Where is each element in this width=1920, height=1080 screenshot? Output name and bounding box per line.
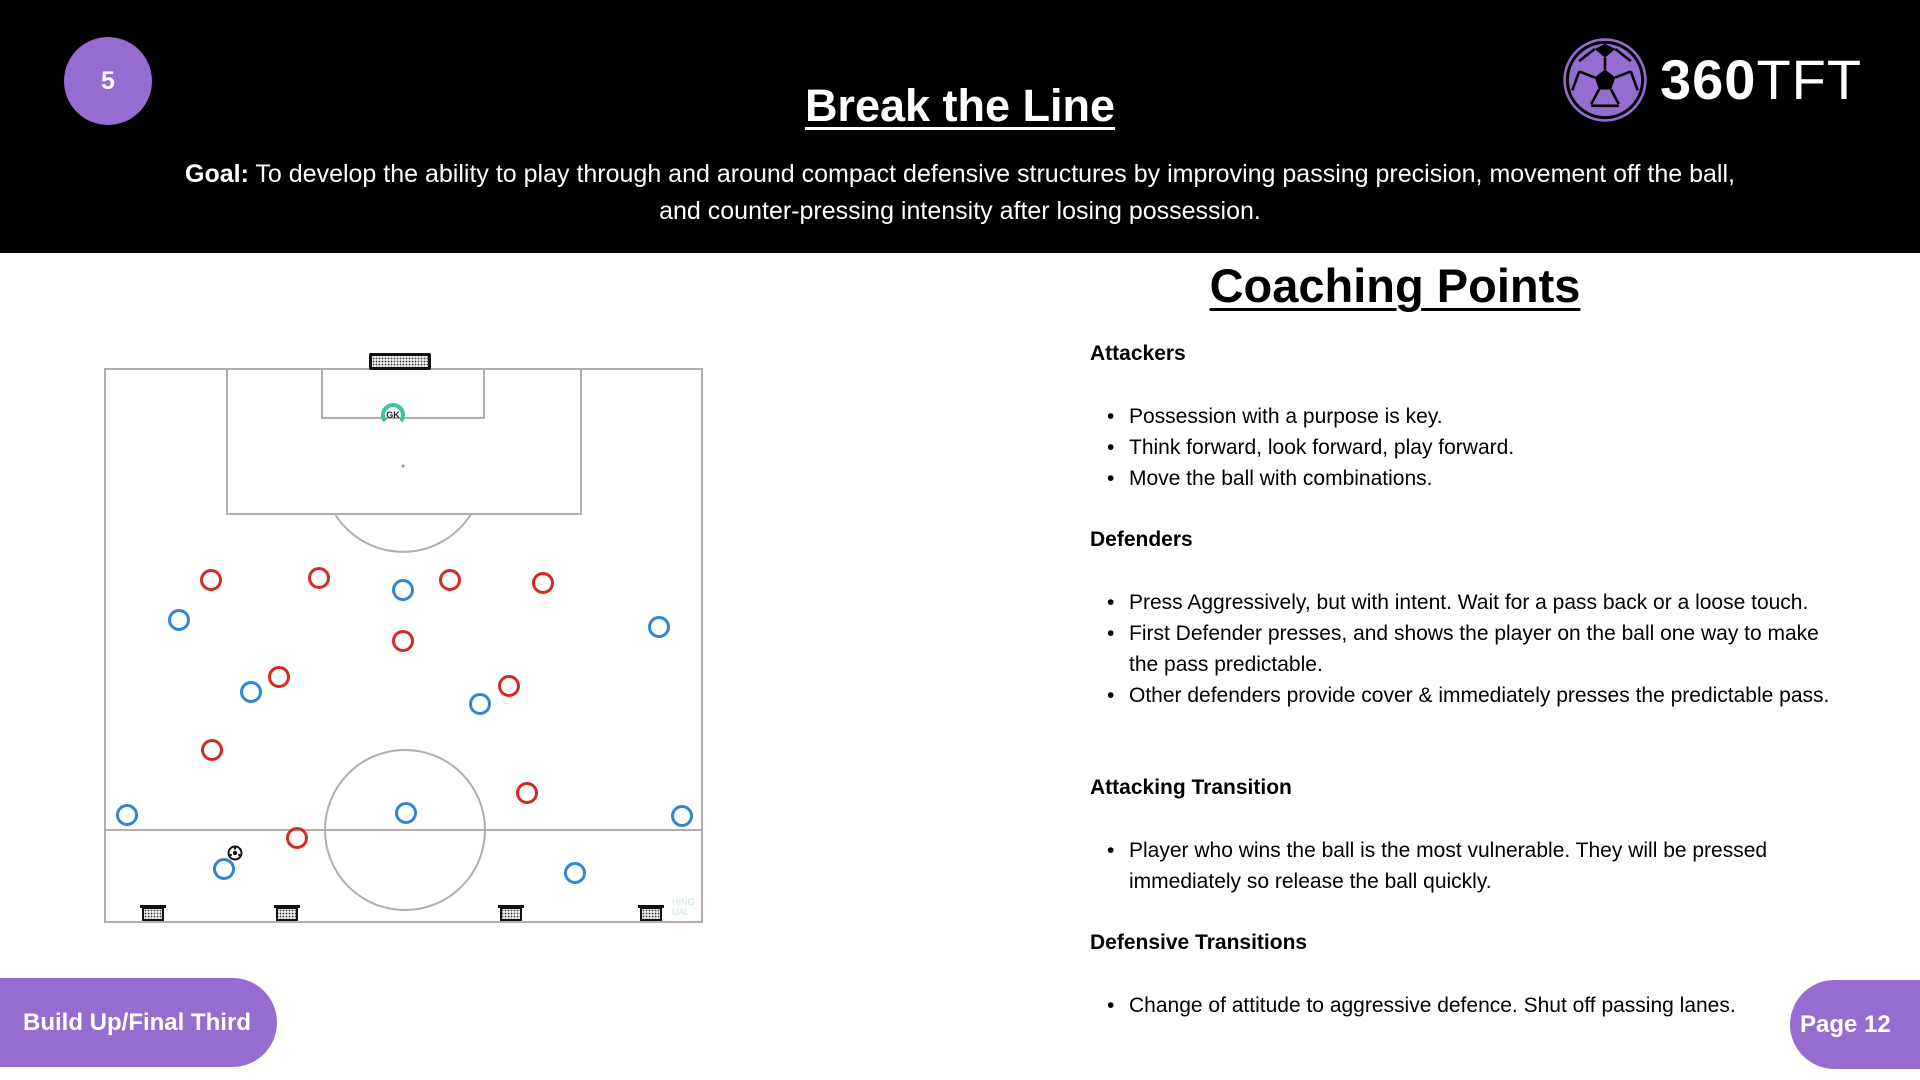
red-player-marker bbox=[516, 782, 538, 804]
blue-player-marker bbox=[671, 805, 693, 827]
ball-icon bbox=[227, 845, 243, 861]
mini-goal-icon bbox=[498, 905, 524, 921]
bullet-item: Move the ball with combinations. bbox=[1107, 463, 1877, 494]
goalkeeper-marker: GK bbox=[381, 403, 405, 423]
session-number-badge: 5 bbox=[64, 37, 152, 125]
blue-player-marker bbox=[395, 802, 417, 824]
watermark: HING bbox=[672, 897, 695, 907]
red-player-marker bbox=[532, 572, 554, 594]
goal-description: Goal: To develop the ability to play thr… bbox=[120, 156, 1800, 230]
mini-goal-icon bbox=[638, 905, 664, 921]
red-player-marker bbox=[201, 739, 223, 761]
red-player-marker bbox=[268, 666, 290, 688]
red-player-marker bbox=[392, 630, 414, 652]
red-team-players bbox=[200, 567, 554, 849]
blue-player-marker bbox=[116, 804, 138, 826]
soccer-ball-icon bbox=[1563, 38, 1647, 122]
coaching-points-title: Coaching Points bbox=[1209, 259, 1581, 312]
bullet-item: Press Aggressively, but with intent. Wai… bbox=[1107, 587, 1877, 618]
red-player-marker bbox=[308, 567, 330, 589]
header-bar: 5 Break the Line Goal: To develop the ab… bbox=[0, 0, 1920, 253]
blue-player-marker bbox=[240, 681, 262, 703]
blue-player-marker bbox=[213, 858, 235, 880]
page-title: Break the Line bbox=[804, 80, 1116, 131]
section-heading-attackers: Attackers bbox=[1090, 342, 1186, 365]
section-heading-defenders: Defenders bbox=[1090, 528, 1193, 551]
section-heading-attacking-transition: Attacking Transition bbox=[1090, 776, 1292, 799]
page-number: Page 12 bbox=[1800, 1010, 1891, 1038]
category-label: Build Up/Final Third bbox=[0, 978, 277, 1067]
bullet-item: First Defender presses, and shows the pl… bbox=[1107, 618, 1827, 680]
blue-player-marker bbox=[392, 579, 414, 601]
section-heading-defensive-transitions: Defensive Transitions bbox=[1090, 931, 1308, 954]
red-player-marker bbox=[439, 569, 461, 591]
brand-name: 360TFT bbox=[1660, 48, 1863, 111]
blue-team-players bbox=[116, 579, 693, 884]
goal-text-line2: and counter-pressing intensity after los… bbox=[659, 197, 1261, 225]
goal-label: Goal: bbox=[185, 160, 249, 188]
goal-text-line1: To develop the ability to play through a… bbox=[248, 160, 1735, 188]
bullet-item: Think forward, look forward, play forwar… bbox=[1107, 432, 1877, 463]
mini-goal-icon bbox=[274, 905, 300, 921]
red-player-marker bbox=[286, 827, 308, 849]
bullet-item: Change of attitude to aggressive defence… bbox=[1107, 990, 1877, 1021]
bullet-item: Player who wins the ball is the most vul… bbox=[1107, 835, 1837, 897]
bullet-item: Other defenders provide cover & immediat… bbox=[1107, 680, 1847, 711]
mini-goal-icon bbox=[140, 905, 166, 921]
pitch-diagram: GK HING UAL bbox=[0, 253, 1060, 973]
blue-player-marker bbox=[648, 616, 670, 638]
category-text: Build Up/Final Third bbox=[23, 1008, 251, 1036]
brand-logo: 360TFT bbox=[1562, 37, 1862, 123]
red-player-marker bbox=[498, 675, 520, 697]
pitch-lines bbox=[104, 368, 703, 923]
blue-player-marker bbox=[168, 609, 190, 631]
penalty-spot bbox=[401, 464, 405, 468]
pitch-drawing: GK HING UAL bbox=[104, 353, 703, 923]
blue-player-marker bbox=[469, 693, 491, 715]
blue-player-marker bbox=[564, 862, 586, 884]
mini-goals bbox=[140, 905, 664, 921]
main-goal-icon bbox=[369, 353, 431, 370]
red-player-marker bbox=[200, 569, 222, 591]
page-number-badge: Page 12 bbox=[1790, 980, 1920, 1069]
svg-text:GK: GK bbox=[386, 410, 400, 420]
session-number: 5 bbox=[101, 66, 115, 95]
bullet-item: Possession with a purpose is key. bbox=[1107, 401, 1877, 432]
watermark: UAL bbox=[672, 907, 690, 917]
